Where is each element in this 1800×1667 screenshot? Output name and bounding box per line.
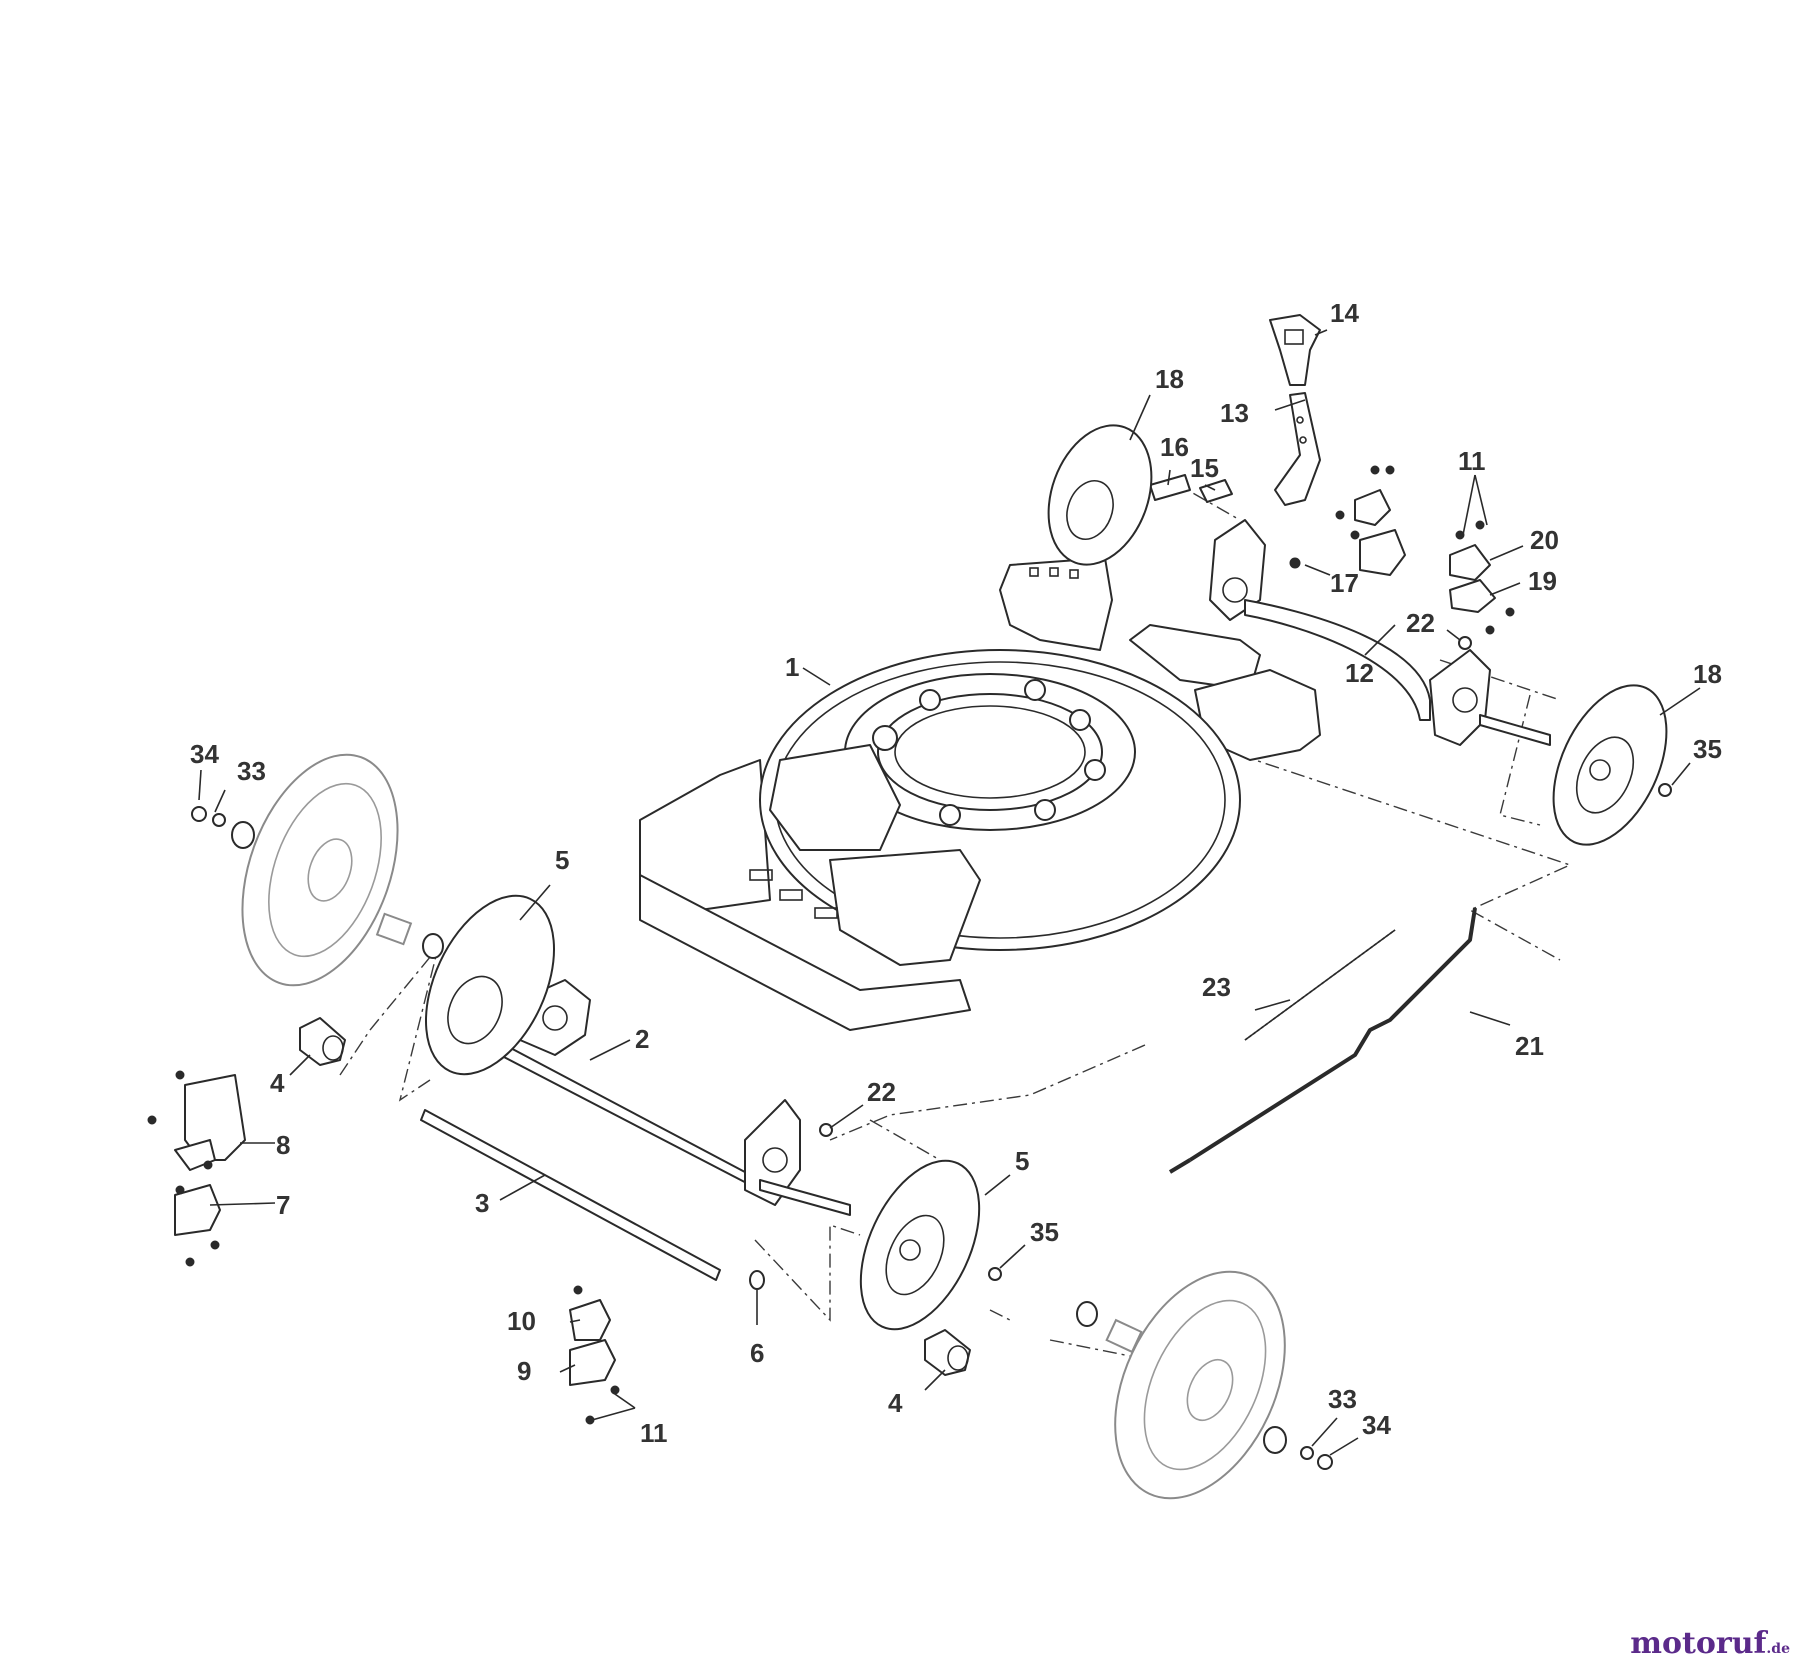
- callout-10: 10: [507, 1306, 536, 1336]
- callout-20: 20: [1530, 525, 1559, 555]
- brand-name: motoruf: [1630, 1626, 1767, 1661]
- callout-9: 9: [517, 1356, 531, 1386]
- mower-deck: [639, 557, 1321, 1031]
- height-lever-assembly: [1149, 314, 1321, 569]
- bushings: [299, 1017, 971, 1376]
- clamp-brackets-left: [147, 1070, 246, 1267]
- link-rod: [1168, 907, 1477, 1174]
- callout-16: 16: [1160, 432, 1189, 462]
- callout-19: 19: [1528, 566, 1557, 596]
- callout-12: 12: [1345, 658, 1374, 688]
- brand-logo: motoruf.de: [1630, 1626, 1790, 1661]
- hub-cap-front-left: [424, 894, 556, 1076]
- callout-35a: 35: [1693, 734, 1722, 764]
- callout-21: 21: [1515, 1031, 1544, 1061]
- callout-11b: 11: [640, 1418, 668, 1448]
- callout-labels: 1 2 3 4 4 5 5 6 7 8 9 10 11 11 12 13 14 …: [190, 298, 1722, 1448]
- callout-1: 1: [785, 652, 799, 682]
- hub-cap-front-right: [859, 1159, 981, 1331]
- callout-4b: 4: [888, 1388, 903, 1418]
- callout-15: 15: [1190, 453, 1219, 483]
- callout-33b: 33: [1328, 1384, 1357, 1414]
- wheel-rear-right: [1114, 1270, 1286, 1500]
- small-hardware: [191, 783, 1672, 1470]
- callout-2: 2: [635, 1024, 649, 1054]
- callout-23: 23: [1202, 972, 1231, 1002]
- callout-17: 17: [1330, 568, 1359, 598]
- callout-33a: 33: [237, 756, 266, 786]
- callout-5a: 5: [555, 845, 569, 875]
- hub-cap-rear-right: [1552, 684, 1668, 846]
- callout-34b: 34: [1362, 1410, 1391, 1440]
- callout-34a: 34: [190, 739, 219, 769]
- hub-cap-rear-left: [1047, 424, 1153, 566]
- wheel-front-left: [241, 753, 399, 987]
- callout-3: 3: [475, 1188, 489, 1218]
- callout-22b: 22: [867, 1077, 896, 1107]
- callout-18a: 18: [1155, 364, 1184, 394]
- callout-35b: 35: [1030, 1217, 1059, 1247]
- callout-22a: 22: [1406, 608, 1435, 638]
- callout-14: 14: [1330, 298, 1359, 328]
- spring: [1244, 929, 1396, 1041]
- brand-tld: .de: [1766, 1641, 1790, 1657]
- axle-rod: [420, 1109, 721, 1281]
- callout-7: 7: [276, 1190, 290, 1220]
- callout-18b: 18: [1693, 659, 1722, 689]
- callout-11a: 11: [1458, 446, 1486, 476]
- callout-6: 6: [750, 1338, 764, 1368]
- leader-lines: [198, 329, 1701, 1456]
- rear-axle-assembly: [1209, 519, 1551, 746]
- clamp-brackets-bottom: [569, 1285, 620, 1425]
- clamp-brackets-right: [1335, 465, 1515, 650]
- callout-5b: 5: [1015, 1146, 1029, 1176]
- callout-13: 13: [1220, 398, 1249, 428]
- callout-4a: 4: [270, 1068, 285, 1098]
- callout-8: 8: [276, 1130, 290, 1160]
